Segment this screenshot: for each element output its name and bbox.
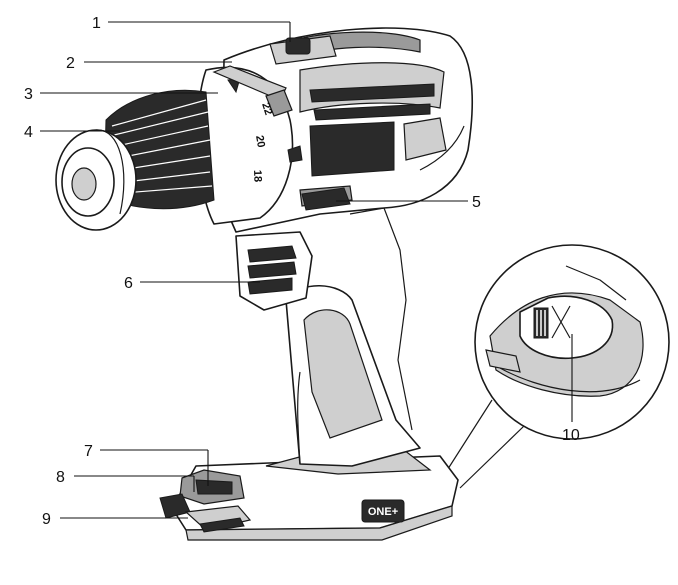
- callout-1: 1: [92, 15, 101, 32]
- callout-7: 7: [84, 443, 93, 460]
- callout-2: 2: [66, 55, 75, 72]
- callout-10: 10: [562, 427, 580, 444]
- callout-4: 4: [24, 124, 33, 141]
- callout-6: 6: [124, 275, 133, 292]
- callout-3: 3: [24, 86, 33, 103]
- callout-numbers: 1 2 3 4 5 6 7 8 9 10: [24, 15, 580, 528]
- callout-5: 5: [472, 194, 481, 211]
- direction-switch: [301, 187, 351, 211]
- keyless-chuck: [55, 89, 215, 231]
- trigger: [235, 231, 313, 311]
- callout-leaders: [40, 21, 573, 519]
- clutch-number-18: 18: [251, 170, 263, 183]
- clutch-collar: 22 20 18: [196, 65, 303, 225]
- clutch-number-20: 20: [253, 134, 267, 148]
- gear-selector: [269, 35, 337, 65]
- clutch-number-22: 22: [259, 101, 274, 116]
- callout-9: 9: [42, 511, 51, 528]
- callout-8: 8: [56, 469, 65, 486]
- detail-magnifier: [445, 244, 670, 489]
- brand-logo-text: ONE+: [368, 506, 398, 518]
